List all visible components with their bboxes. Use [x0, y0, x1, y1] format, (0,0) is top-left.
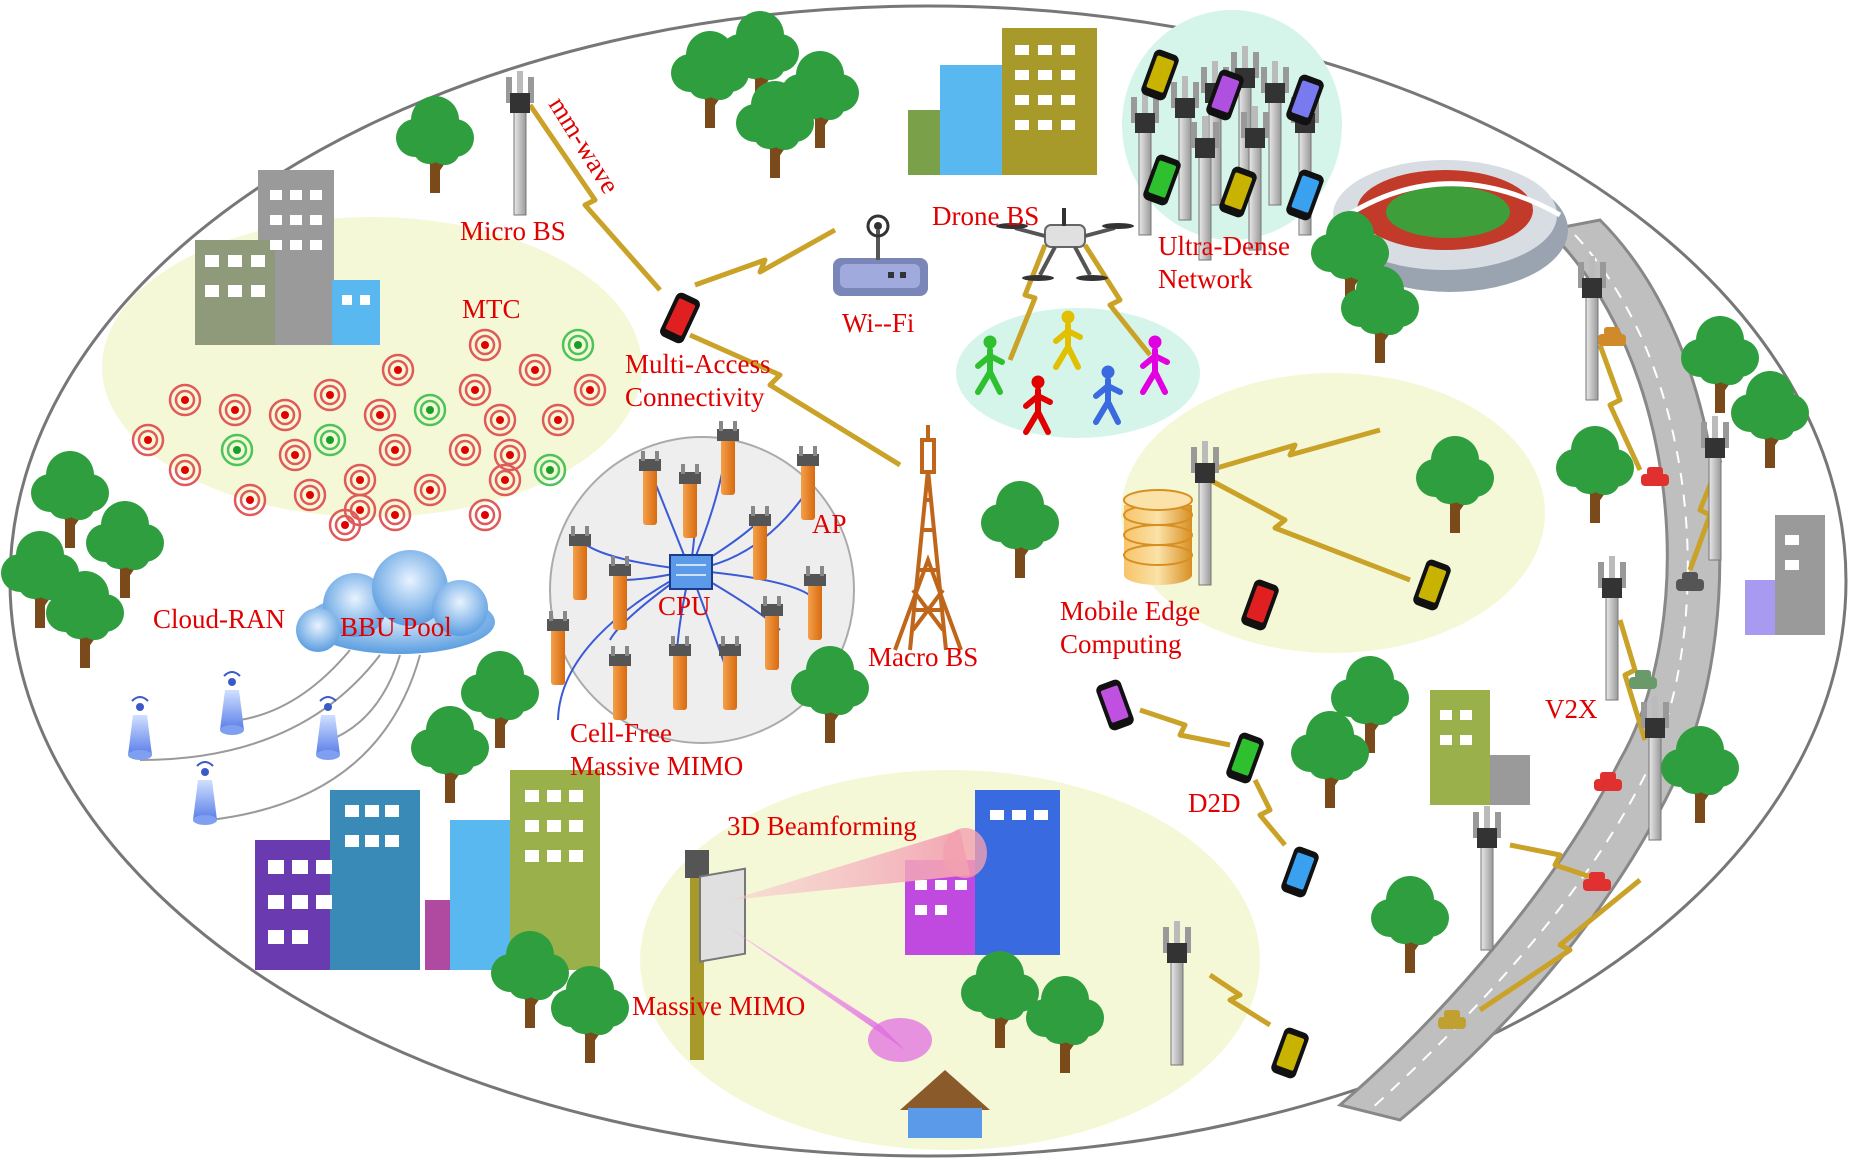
- label-ultra-dense-2: Network: [1158, 264, 1253, 294]
- label-3d-beamforming: 3D Beamforming: [727, 811, 917, 841]
- buildings-bottom-left: [255, 770, 600, 970]
- label-macro-bs: Macro BS: [868, 642, 978, 672]
- beamforming-region: [640, 770, 1260, 1150]
- bbu-links: [139, 649, 421, 821]
- label-ap: AP: [812, 509, 847, 539]
- bbu-cloud: [296, 550, 495, 654]
- mec-server: [1123, 489, 1193, 585]
- label-cell-free-1: Cell-Free: [570, 718, 672, 748]
- buildings-top-center: [908, 28, 1097, 175]
- label-micro-bs: Micro BS: [460, 216, 566, 246]
- cpu-server: [669, 554, 713, 590]
- label-wifi: Wi--Fi: [842, 308, 914, 338]
- label-ultra-dense-1: Ultra-Dense: [1158, 231, 1290, 261]
- label-multi-access-1: Multi-Access: [625, 349, 770, 379]
- label-massive-mimo: Massive MIMO: [632, 991, 805, 1021]
- label-bbu-pool: BBU Pool: [340, 612, 452, 642]
- drone-bs: [996, 208, 1134, 281]
- massive-mimo-array: [685, 850, 746, 1060]
- beamforming-buildings: [900, 790, 1060, 1138]
- label-d2d: D2D: [1188, 788, 1241, 818]
- wireless-links: [527, 103, 1723, 1028]
- label-cell-free-2: Massive MIMO: [570, 751, 743, 781]
- label-mtc: MTC: [462, 294, 521, 324]
- label-mec-1: Mobile Edge: [1060, 596, 1200, 626]
- label-mec-2: Computing: [1060, 629, 1182, 659]
- wifi-router: [833, 214, 928, 296]
- phones: [660, 49, 1451, 1079]
- buildings-right: [1430, 515, 1825, 805]
- label-cloud-ran: Cloud-RAN: [153, 604, 285, 634]
- stadium: [1332, 160, 1568, 292]
- label-v2x: V2X: [1545, 694, 1598, 724]
- macro-bs-tower: [893, 425, 963, 651]
- buildings-top-left: [195, 170, 380, 345]
- beam-massive-mimo: [725, 925, 905, 1050]
- label-drone-bs: Drone BS: [932, 201, 1039, 231]
- label-cpu: CPU: [658, 591, 711, 621]
- label-multi-access-2: Connectivity: [625, 382, 765, 412]
- beam-3d: [730, 830, 970, 900]
